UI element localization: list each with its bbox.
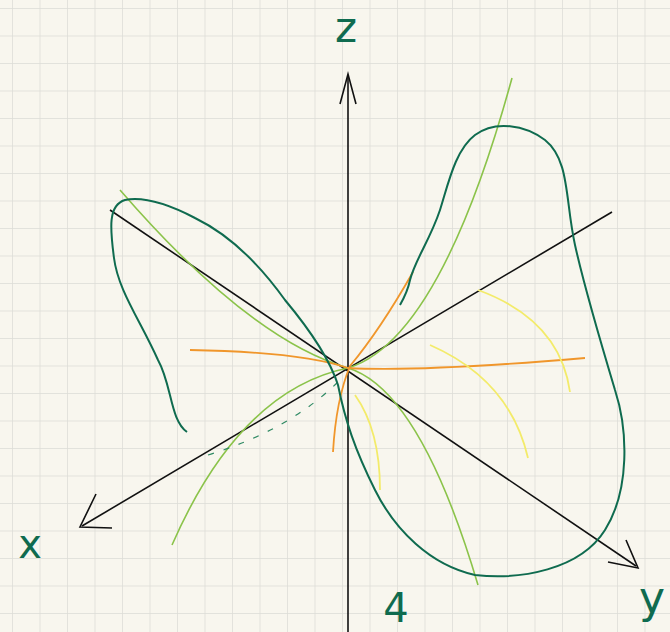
- coordinate-axes: [80, 74, 638, 632]
- axis-label: y: [639, 576, 665, 620]
- orange-curve: [190, 272, 585, 452]
- axis-label: x: [18, 524, 42, 564]
- orbital-lobes: [111, 126, 624, 576]
- axis-label: 4: [383, 588, 408, 628]
- axis-label: z: [335, 7, 357, 49]
- yellow-arc: [355, 290, 570, 490]
- parabola-curve: [120, 78, 512, 585]
- dashed-line: [208, 380, 340, 455]
